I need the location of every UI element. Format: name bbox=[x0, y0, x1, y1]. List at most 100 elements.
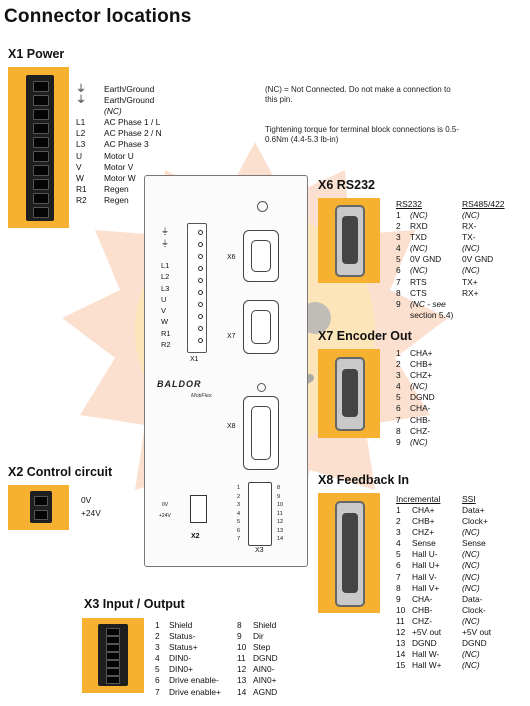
x1-pin-label: Motor U bbox=[104, 150, 134, 161]
x8-pin-row-n: 11 bbox=[396, 615, 405, 626]
x3-pin-row-n: 7 bbox=[155, 686, 160, 697]
x1-pin-label: Motor W bbox=[104, 172, 136, 183]
x6-pin-row-n: 4 bbox=[396, 243, 401, 254]
x7-pin-row-a: CHA- bbox=[410, 403, 431, 414]
x1-pin-row: V Motor V bbox=[76, 162, 186, 173]
x7-pin-row: 4(NC) bbox=[396, 381, 476, 392]
x3-pin-row-a: Status+ bbox=[169, 642, 198, 653]
model-name: MotiFlex bbox=[191, 393, 212, 399]
x6-heading: X6 RS232 bbox=[318, 178, 375, 192]
x7-pin-row-n: 8 bbox=[396, 425, 401, 436]
drive-x3-pin-number: 2 bbox=[237, 493, 241, 500]
x1-connector-photo bbox=[8, 67, 69, 228]
x1-heading: X1 Power bbox=[8, 47, 65, 61]
page-title: Connector locations bbox=[4, 6, 192, 27]
screw-icon bbox=[257, 383, 266, 392]
x8-pin-row: 1 CHA+ Data+ bbox=[396, 505, 526, 516]
x8-pin-row-a: CHB+ bbox=[412, 516, 435, 527]
drive-x3-pin-number: 8 bbox=[277, 485, 281, 491]
x7-pin-row: 9(NC) bbox=[396, 437, 476, 448]
x7-pin-row-n: 4 bbox=[396, 381, 401, 392]
x3-pin-row-a: Drive enable- bbox=[169, 675, 219, 686]
x6-pin-row: 4(NC)(NC) bbox=[396, 243, 526, 254]
drive-x3-pin-number: 7 bbox=[237, 536, 241, 542]
x3-pin-row-n: 8 bbox=[237, 620, 242, 630]
nc-note: (NC) = Not Connected. Do not make a conn… bbox=[265, 85, 451, 104]
x3-pin-row-a: Shield bbox=[253, 620, 277, 630]
brand-logo: BALDOR bbox=[157, 379, 202, 389]
x8-col-incremental: Incremental bbox=[396, 494, 441, 504]
x2-connector-photo bbox=[8, 485, 69, 530]
x1-pin-id: L1 bbox=[76, 117, 86, 128]
x8-pin-row-a: Hall W- bbox=[412, 649, 440, 660]
x6-pin-row-b: 0V GND bbox=[462, 254, 494, 265]
x8-pin-row-b: Sense bbox=[462, 538, 486, 549]
x3-heading: X3 Input / Output bbox=[84, 597, 185, 611]
drive-x3-pin-number: 11 bbox=[277, 510, 283, 517]
x8-pin-row-n: 6 bbox=[396, 560, 401, 571]
x8-pin-row-a: CHZ+ bbox=[412, 527, 435, 538]
x8-pin-row-a: Hall U+ bbox=[412, 560, 440, 571]
drive-x3-pin-number: 9 bbox=[277, 493, 281, 500]
x1-pin-id: L3 bbox=[76, 139, 86, 150]
x2-pin-row: 0V bbox=[81, 495, 92, 505]
x1-pin-label: AC Phase 1 / L bbox=[104, 117, 161, 128]
x3-pin-row-a: Drive enable+ bbox=[169, 686, 221, 697]
x1-pin-id: V bbox=[76, 161, 82, 172]
x7-pin-row-n: 3 bbox=[396, 370, 401, 381]
earth-ground-icon: ⏚ bbox=[76, 84, 86, 95]
x8-pin-row-n: 13 bbox=[396, 638, 406, 649]
x6-pin-row-n: 7 bbox=[396, 276, 401, 287]
drive-x1-pin-label: L2 bbox=[161, 272, 170, 282]
x6-pin-row-n: 8 bbox=[396, 287, 401, 298]
x7-pin-row-a: CHA+ bbox=[410, 348, 433, 358]
x8-pin-row-b: (NC) bbox=[462, 660, 480, 671]
x1-pin-label: Earth/Ground bbox=[104, 84, 155, 94]
x7-pin-row-a: CHB- bbox=[410, 414, 431, 425]
earth-ground-icon: ⏚ bbox=[161, 227, 169, 236]
x8-pin-row-b: +5V out bbox=[462, 627, 492, 638]
x1-pin-label: Motor V bbox=[104, 161, 134, 172]
x3-pin-row-n: 13 bbox=[237, 675, 247, 686]
x8-pin-row-n: 14 bbox=[396, 649, 406, 660]
drive-x1-pin-label: W bbox=[161, 317, 169, 327]
x8-pin-row-n: 1 bbox=[396, 505, 401, 515]
x6-pin-row-n: 1 bbox=[396, 210, 401, 220]
drive-x1-pin-label: R1 bbox=[161, 328, 171, 338]
x8-pin-row-a: CHA+ bbox=[412, 505, 435, 515]
x8-pin-row-b: (NC) bbox=[462, 549, 480, 560]
x3-connector-photo bbox=[82, 618, 144, 693]
x8-pin-row-n: 10 bbox=[396, 604, 406, 615]
x8-pin-row-n: 15 bbox=[396, 660, 406, 671]
x8-pin-row-n: 4 bbox=[396, 538, 401, 549]
drive-x1-pin-label: L1 bbox=[161, 261, 170, 270]
x6-pin-row-a: RTS bbox=[410, 276, 427, 287]
x7-pin-row-a: CHB+ bbox=[410, 359, 433, 370]
drive-x1-pin-label: L3 bbox=[161, 283, 170, 293]
drive-x8-port bbox=[243, 396, 279, 470]
x7-heading: X7 Encoder Out bbox=[318, 329, 412, 343]
x3-pin-row-a: AGND bbox=[253, 686, 278, 697]
x7-pin-row-a: (NC) bbox=[410, 436, 428, 447]
x6-pin-row-b: (NC) bbox=[462, 265, 480, 276]
x8-pin-row-b: Data+ bbox=[462, 505, 485, 515]
drive-x8-label: X8 bbox=[227, 423, 236, 430]
x7-pin-row-n: 1 bbox=[396, 348, 401, 358]
x3-pin-row-a: DGND bbox=[253, 653, 278, 664]
x6-pin-row-a: RXD bbox=[410, 221, 428, 232]
